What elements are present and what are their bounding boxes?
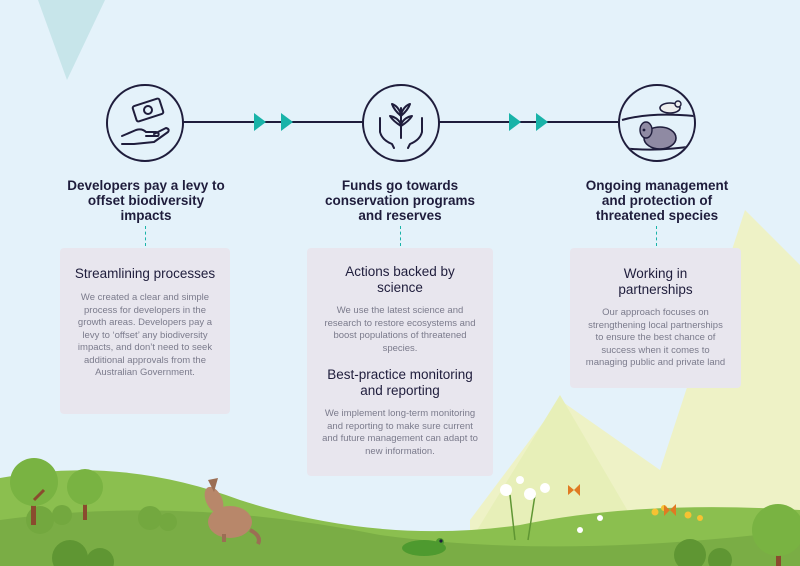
dashed-connector-1 xyxy=(145,226,146,246)
info-card-1: Streamlining processes We created a clea… xyxy=(60,248,230,414)
step-title-2: Funds go towards conservation programs a… xyxy=(324,178,476,223)
plant-hands-icon xyxy=(379,103,423,149)
info-card-3: Working in partnerships Our approach foc… xyxy=(570,248,741,388)
step-icon-circle-1 xyxy=(106,84,184,162)
butterfly-2 xyxy=(664,504,676,516)
tree-right xyxy=(752,504,800,566)
step-icon-circle-2 xyxy=(362,84,440,162)
money-hands-icon xyxy=(121,97,170,145)
info-card-2: Actions backed by science We use the lat… xyxy=(307,248,493,476)
frog-bandicoot-icon xyxy=(621,100,694,151)
card-body: We use the latest science and research t… xyxy=(324,305,476,354)
frog-figure xyxy=(402,538,446,556)
flowers xyxy=(500,476,603,541)
card-body: Our approach focuses on strengthening lo… xyxy=(585,307,726,368)
bandicoot-figure xyxy=(204,478,261,545)
card-heading: Best-practice monitoring and reporting xyxy=(327,367,473,398)
tree-left-2 xyxy=(67,469,103,520)
butterfly-1 xyxy=(568,484,580,496)
card-heading: Actions backed by science xyxy=(345,264,455,295)
step-title-3: Ongoing management and protection of thr… xyxy=(585,178,729,223)
step-icon-circle-3 xyxy=(618,84,696,162)
card-body: We implement long-term monitoring and re… xyxy=(322,408,478,457)
dashed-connector-3 xyxy=(656,226,657,246)
card-heading: Streamlining processes xyxy=(74,266,216,281)
dashed-connector-2 xyxy=(400,226,401,246)
sky-triangle xyxy=(38,0,105,80)
card-heading: Working in partnerships xyxy=(618,266,693,297)
card-body: We created a clear and simple process fo… xyxy=(77,292,213,378)
step-title-1: Developers pay a levy to offset biodiver… xyxy=(67,178,225,223)
tree-left-1 xyxy=(10,458,58,525)
